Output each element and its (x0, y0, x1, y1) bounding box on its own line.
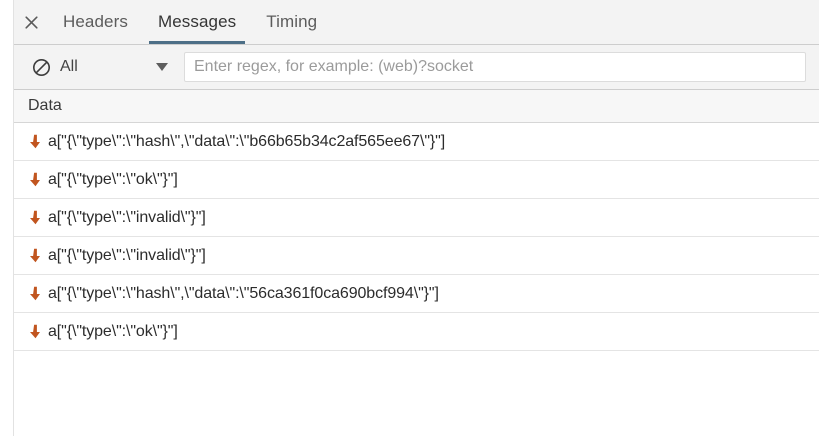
messages-filter-toolbar: All (14, 45, 819, 90)
message-data-text: a["{\"type\":\"hash\",\"data\":\"b66b65b… (48, 132, 446, 150)
tab-messages-label: Messages (157, 12, 237, 31)
arrow-down-icon (14, 172, 48, 187)
table-row[interactable]: a["{\"type\":\"hash\",\"data\":\"b66b65b… (14, 123, 819, 161)
block-clear-icon[interactable] (24, 50, 58, 84)
table-row[interactable]: a["{\"type\":\"invalid\"}"] (14, 237, 819, 275)
arrow-down-icon (14, 286, 48, 301)
messages-table-body[interactable]: a["{\"type\":\"hash\",\"data\":\"b66b65b… (14, 123, 819, 389)
message-data-text: a["{\"type\":\"ok\"}"] (48, 322, 178, 340)
arrow-down-icon (14, 134, 48, 149)
table-row[interactable]: a["{\"type\":\"ok\"}"] (14, 313, 819, 351)
chevron-down-icon (156, 63, 168, 71)
message-type-select-value: All (60, 58, 78, 75)
tab-timing-label: Timing (266, 12, 318, 31)
tab-headers[interactable]: Headers (48, 0, 143, 44)
message-data-text: a["{\"type\":\"hash\",\"data\":\"56ca361… (48, 284, 439, 302)
regex-filter-input[interactable] (184, 52, 806, 82)
tab-headers-label: Headers (63, 12, 128, 31)
message-data-text: a["{\"type\":\"invalid\"}"] (48, 246, 206, 264)
message-data-text: a["{\"type\":\"ok\"}"] (48, 170, 178, 188)
arrow-down-icon (14, 248, 48, 263)
tab-messages[interactable]: Messages (143, 0, 251, 44)
arrow-down-icon (14, 210, 48, 225)
table-column-header: Data (14, 90, 819, 123)
table-row[interactable]: a["{\"type\":\"invalid\"}"] (14, 199, 819, 237)
column-header-data: Data (28, 97, 62, 114)
table-row[interactable]: a["{\"type\":\"ok\"}"] (14, 161, 819, 199)
message-type-select[interactable]: All (60, 52, 172, 82)
panel-tab-bar: Headers Messages Timing (14, 0, 819, 45)
close-icon[interactable] (14, 0, 48, 44)
message-data-text: a["{\"type\":\"invalid\"}"] (48, 208, 206, 226)
table-row[interactable]: a["{\"type\":\"hash\",\"data\":\"56ca361… (14, 275, 819, 313)
table-row-empty (14, 351, 819, 389)
network-details-panel: Headers Messages Timing All Data a["{\"t… (13, 0, 819, 436)
arrow-down-icon (14, 324, 48, 339)
tab-timing[interactable]: Timing (251, 0, 332, 44)
